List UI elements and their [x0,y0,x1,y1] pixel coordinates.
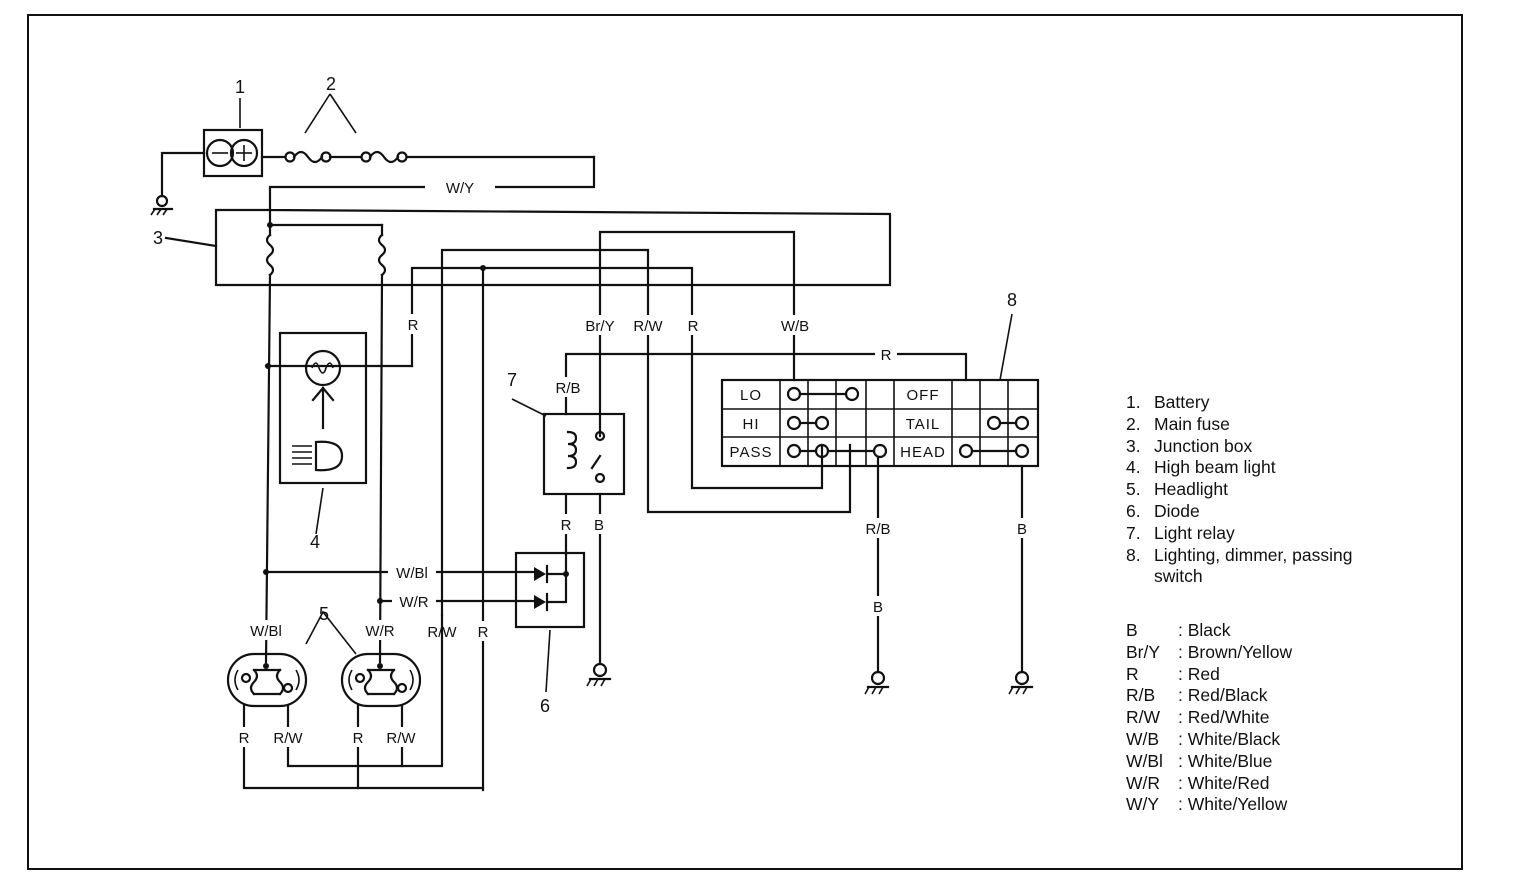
switch-label-tail: TAIL [906,416,941,433]
legend-item: 4.High beam light [1126,457,1276,478]
headlight-right [340,652,422,708]
high-beam-light [278,331,368,485]
component-number-1: 1 [235,77,245,97]
wire-label-r-lamp1: R [239,730,250,747]
battery [202,128,264,178]
color-code-row: W/R: White/Red [1126,772,1270,793]
wire-label-w-r-lamp: W/R [365,623,394,640]
wire-label-w-bl-lamp: W/Bl [250,623,282,640]
wire-label-b-right: B [1017,521,1027,538]
switch-label-off: OFF [907,387,940,404]
wire-label-r-switch: R [881,347,892,364]
switch-label-head: HEAD [900,444,946,461]
wire-label-br-y: Br/Y [585,318,614,335]
wire-label-r-top: R [688,318,699,335]
color-code-row: W/B: White/Black [1126,728,1281,749]
ground-symbol [586,662,612,687]
switch-label-lo: LO [740,387,762,404]
component-number-4: 4 [310,532,320,552]
wire-label-r-mid: R [478,624,489,641]
color-code-row: R/B: Red/Black [1126,685,1268,706]
wire-label-r-b-switch: R/B [865,521,890,538]
color-code-row: Br/Y: Brown/Yellow [1126,641,1293,662]
legend-item: 7.Light relay [1126,522,1235,543]
diode-unit [514,551,586,693]
wire-label-w-y: W/Y [446,180,474,197]
wire-label-r-b-relay: R/B [555,380,580,397]
wire-r-bus [410,266,824,490]
color-code-row: R/W: Red/White [1126,707,1270,728]
ground-symbol [1008,670,1034,695]
switch-label-hi: HI [743,416,760,433]
component-number-6: 6 [540,696,550,716]
wire-label-w-b-top: W/B [781,318,809,335]
main-fuse [260,93,596,164]
ground-symbol [150,151,206,216]
lighting-switch [720,313,1040,468]
color-code-row: W/Y: White/Yellow [1126,794,1288,815]
component-number-7: 7 [507,370,517,390]
wire-label-w-bl-diode: W/Bl [396,565,428,582]
wire-label-r-w-lamp1: R/W [273,730,303,747]
light-relay [511,398,626,496]
wire-label-r-w-lamp2: R/W [386,730,416,747]
component-number-5: 5 [319,604,329,624]
wire-r-w-bus [440,248,852,617]
wire-label-w-r-diode: W/R [399,594,428,611]
headlight-left [226,652,308,708]
legend-item: 6.Diode [1126,500,1200,521]
component-legend: 1.Battery 2.Main fuse 3.Junction box 4.H… [1126,392,1414,588]
legend-item: 2.Main fuse [1126,413,1230,434]
color-code-legend: B: Black Br/Y: Brown/Yellow R: Red R/B: … [1126,620,1292,816]
junction-box [164,208,892,287]
switch-label-pass: PASS [730,444,773,461]
label-bg [425,177,495,197]
component-number-3: 3 [153,228,163,248]
color-code-row: R: Red [1126,663,1220,684]
legend-item: 1.Battery [1126,392,1210,412]
legend-item: 8.Lighting, dimmer, passing switch [1126,544,1353,587]
wire-jb-left [264,273,272,664]
wire-label-r-relay-out: R [561,517,572,534]
wire-label-r-jb: R [408,317,419,334]
wire-label-b-relay-out: B [594,517,604,534]
wire-label-b-switch: B [873,599,883,616]
legend-item: 3.Junction box [1126,435,1253,456]
color-code-row: B: Black [1126,620,1231,640]
legend-item: 5.Headlight [1126,479,1228,500]
wire-r-b-relay [564,352,968,416]
diagram-frame [27,14,1463,870]
component-number-8: 8 [1007,290,1017,310]
wire-label-r-w-top: R/W [633,318,663,335]
wire-label-r-lamp2: R [353,730,364,747]
component-number-2: 2 [326,74,336,94]
color-code-row: W/Bl: White/Blue [1126,750,1273,771]
ground-symbol [864,670,890,695]
wire-jb-right [378,273,384,664]
